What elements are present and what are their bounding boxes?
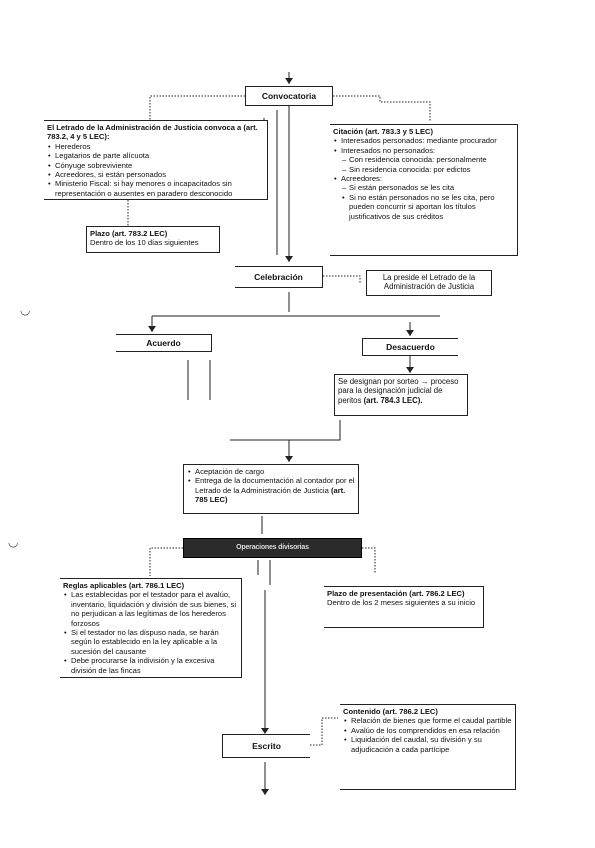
designan-box: Se designan por sorteo → proceso para la… bbox=[334, 374, 468, 416]
list-item: Entrega de la documentación al contador … bbox=[188, 476, 355, 505]
node-acuerdo: Acuerdo bbox=[116, 334, 212, 352]
designan-text: Se designan por sorteo → proceso para la… bbox=[338, 377, 459, 405]
reglas-title: Reglas aplicables (art. 786.1 LEC) bbox=[63, 581, 185, 590]
reglas-list: Las establecidas por el testador para el… bbox=[63, 590, 238, 675]
aceptacion-ref: (art. 785 LEC) bbox=[195, 485, 346, 505]
list-item: Con residencia conocida: personalmente bbox=[342, 155, 514, 165]
aceptacion-box: Aceptación de cargo Entrega de la docume… bbox=[183, 464, 359, 514]
list-item: Debe procurarse la indivisión y la exces… bbox=[64, 656, 238, 675]
list-item: Liquidación del caudal, su división y su… bbox=[344, 735, 512, 754]
list-item: Herederos bbox=[48, 142, 264, 152]
node-convocatoria-label: Convocatoria bbox=[261, 91, 317, 101]
plazo-box: Plazo (art. 783.2 LEC) Dentro de los 10 … bbox=[86, 226, 220, 253]
plazo-presentacion-box: Plazo de presentación (art. 786.2 LEC) D… bbox=[324, 586, 484, 628]
node-celebracion-label: Celebración bbox=[254, 272, 303, 282]
list-item: Aceptación de cargo bbox=[188, 467, 355, 477]
node-convocatoria: Convocatoria bbox=[245, 86, 333, 106]
list-item: Acreedores, si están personados bbox=[48, 170, 264, 180]
node-desacuerdo-label: Desacuerdo bbox=[386, 342, 435, 352]
scan-mark: ◡ bbox=[20, 303, 31, 317]
list-item: Avalúo de los comprendidos en esa relaci… bbox=[344, 726, 512, 736]
node-operaciones-label: Operaciones divisorias bbox=[236, 544, 309, 551]
list-item: Si el testador no las dispuso nada, se h… bbox=[64, 628, 238, 656]
reglas-box: Reglas aplicables (art. 786.1 LEC) Las e… bbox=[60, 578, 242, 678]
citacion-title: Citación (art. 783.3 y 5 LEC) bbox=[333, 127, 434, 136]
list-item: Cónyuge sobreviviente bbox=[48, 161, 264, 171]
preside-text: La preside el Letrado de la Administraci… bbox=[382, 273, 476, 292]
list-item: Interesados personados: mediante procura… bbox=[334, 136, 514, 146]
list-item: Legatarios de parte alícuota bbox=[48, 151, 264, 161]
plazo-title: Plazo (art. 783.2 LEC) bbox=[90, 229, 168, 238]
node-desacuerdo: Desacuerdo bbox=[362, 338, 458, 356]
contenido-title: Contenido (art. 786.2 LEC) bbox=[343, 707, 438, 716]
node-escrito: Escrito bbox=[222, 734, 310, 758]
plazo-presentacion-title: Plazo de presentación (art. 786.2 LEC) bbox=[327, 589, 465, 598]
plazo-text: Dentro de los 10 días siguientes bbox=[90, 238, 199, 248]
citacion-box: Citación (art. 783.3 y 5 LEC) Interesado… bbox=[330, 124, 518, 256]
contenido-list: Relación de bienes que forme el caudal p… bbox=[343, 716, 512, 754]
list-item: Acreedores: bbox=[334, 174, 514, 184]
preside-box: La preside el Letrado de la Administraci… bbox=[366, 270, 492, 296]
node-operaciones: Operaciones divisorias bbox=[183, 538, 362, 558]
letrado-convoca-box: El Letrado de la Administración de Justi… bbox=[44, 120, 268, 200]
node-escrito-label: Escrito bbox=[252, 741, 281, 751]
list-item: Si están personados se les cita bbox=[342, 183, 514, 193]
letrado-convoca-list: Herederos Legatarios de parte alícuota C… bbox=[47, 142, 264, 198]
list-item: Las establecidas por el testador para el… bbox=[64, 590, 238, 628]
citacion-list: Interesados personados: mediante procura… bbox=[333, 136, 514, 221]
list-item: Ministerio Fiscal: si hay menores o inca… bbox=[48, 179, 264, 198]
scan-mark: ◡ bbox=[8, 535, 19, 549]
node-acuerdo-label: Acuerdo bbox=[146, 338, 181, 348]
letrado-convoca-title: El Letrado de la Administración de Justi… bbox=[47, 123, 258, 142]
plazo-presentacion-text: Dentro de los 2 meses siguientes a su in… bbox=[327, 598, 476, 608]
node-celebracion: Celebración bbox=[235, 266, 323, 288]
aceptacion-item-text: Entrega de la documentación al contador … bbox=[195, 476, 355, 495]
contenido-box: Contenido (art. 786.2 LEC) Relación de b… bbox=[340, 704, 516, 790]
designan-ref: (art. 784.3 LEC). bbox=[363, 395, 423, 405]
aceptacion-list: Aceptación de cargo Entrega de la docume… bbox=[187, 467, 355, 505]
list-item: Si no están personados no se les cita, p… bbox=[342, 193, 514, 221]
list-item: Sin residencia conocida: por edictos bbox=[342, 165, 514, 175]
list-item: Relación de bienes que forme el caudal p… bbox=[344, 716, 512, 726]
list-item: Interesados no personados: bbox=[334, 146, 514, 156]
